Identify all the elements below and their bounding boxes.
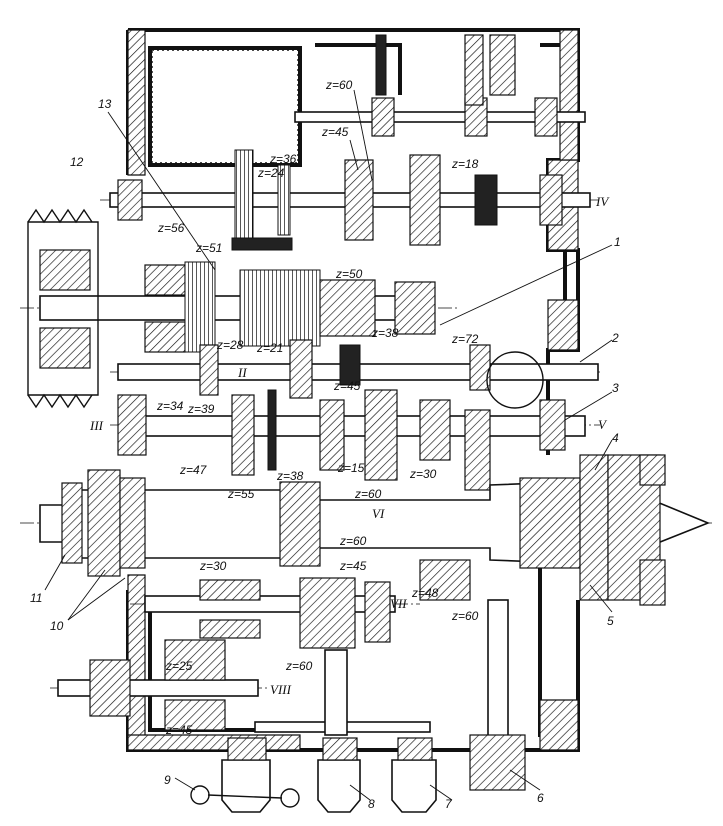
label-z18: z=18	[451, 157, 479, 171]
callout-4: 4	[612, 431, 619, 445]
label-z24: z=24	[257, 166, 285, 180]
label-z51: z=51	[195, 241, 222, 255]
callout-13: 13	[98, 97, 112, 111]
callout-8: 8	[368, 797, 375, 811]
shaft-vii	[130, 559, 471, 649]
label-shaft-v: V	[598, 417, 608, 432]
label-z60-bottom: z=60	[285, 659, 313, 673]
label-z56: z=56	[157, 221, 185, 235]
callout-10: 10	[50, 619, 64, 633]
control-handles	[190, 599, 526, 813]
callout-11: 11	[30, 591, 42, 605]
label-z47: z=47	[179, 463, 208, 477]
label-z48: z=48	[411, 586, 439, 600]
label-z36: z=36	[269, 152, 297, 166]
label-z60-right: z=60	[451, 609, 479, 623]
label-z45-mid: z=45	[333, 379, 361, 393]
label-z45-top: z=45	[321, 125, 349, 139]
callout-1: 1	[614, 235, 621, 249]
shaft-v	[110, 389, 600, 491]
label-z38-low: z=38	[276, 469, 304, 483]
label-shaft-iii: III	[89, 418, 104, 433]
callout-7: 7	[445, 797, 453, 811]
shaft-iv	[100, 149, 600, 251]
label-z15: z=15	[337, 461, 365, 475]
label-z21: z=21	[256, 341, 283, 355]
label-shaft-viii: VIII	[270, 682, 292, 697]
callout-12: 12	[70, 155, 84, 169]
label-z34: z=34	[156, 399, 184, 413]
label-z55: z=55	[227, 487, 255, 501]
label-z45-low: z=45	[339, 559, 367, 573]
callout-5: 5	[607, 614, 614, 628]
input-shaft	[20, 208, 460, 409]
shaft-viii	[50, 619, 270, 731]
callout-2: 2	[611, 331, 619, 345]
label-z30-low: z=30	[199, 559, 227, 573]
spindle	[20, 454, 712, 606]
shaft-ii	[110, 339, 600, 409]
label-z39: z=39	[187, 402, 215, 416]
gear-labels: z=60 z=45 z=36 z=24 z=18 z=56 z=51 z=50 …	[156, 78, 479, 737]
shaft-labels: II III IV V VI VII VIII	[89, 194, 610, 697]
callouts: 1 2 3 4 5 6 7 8 9 10 11 12 13	[30, 97, 621, 811]
upper-shaft	[294, 34, 586, 137]
label-z28: z=28	[216, 338, 244, 352]
label-shaft-vii: VII	[390, 596, 407, 611]
callout-9: 9	[164, 773, 171, 787]
label-z60-spindle: z=60	[354, 487, 382, 501]
leader-lines	[44, 89, 613, 801]
label-shaft-vi: VI	[372, 506, 385, 521]
label-z38-mid: z=38	[371, 326, 399, 340]
label-z45-bottom: z=45	[165, 723, 193, 737]
label-z72: z=72	[451, 332, 479, 346]
label-z25: z=25	[165, 659, 193, 673]
label-z50: z=50	[335, 267, 363, 281]
pulley	[27, 208, 99, 409]
label-z60-under: z=60	[339, 534, 367, 548]
callout-3: 3	[612, 381, 619, 395]
callout-6: 6	[537, 791, 544, 805]
label-z60-top: z=60	[325, 78, 353, 92]
label-z30-mid: z=30	[409, 467, 437, 481]
label-shaft-iv: IV	[595, 194, 610, 209]
label-shaft-ii: II	[237, 365, 247, 380]
